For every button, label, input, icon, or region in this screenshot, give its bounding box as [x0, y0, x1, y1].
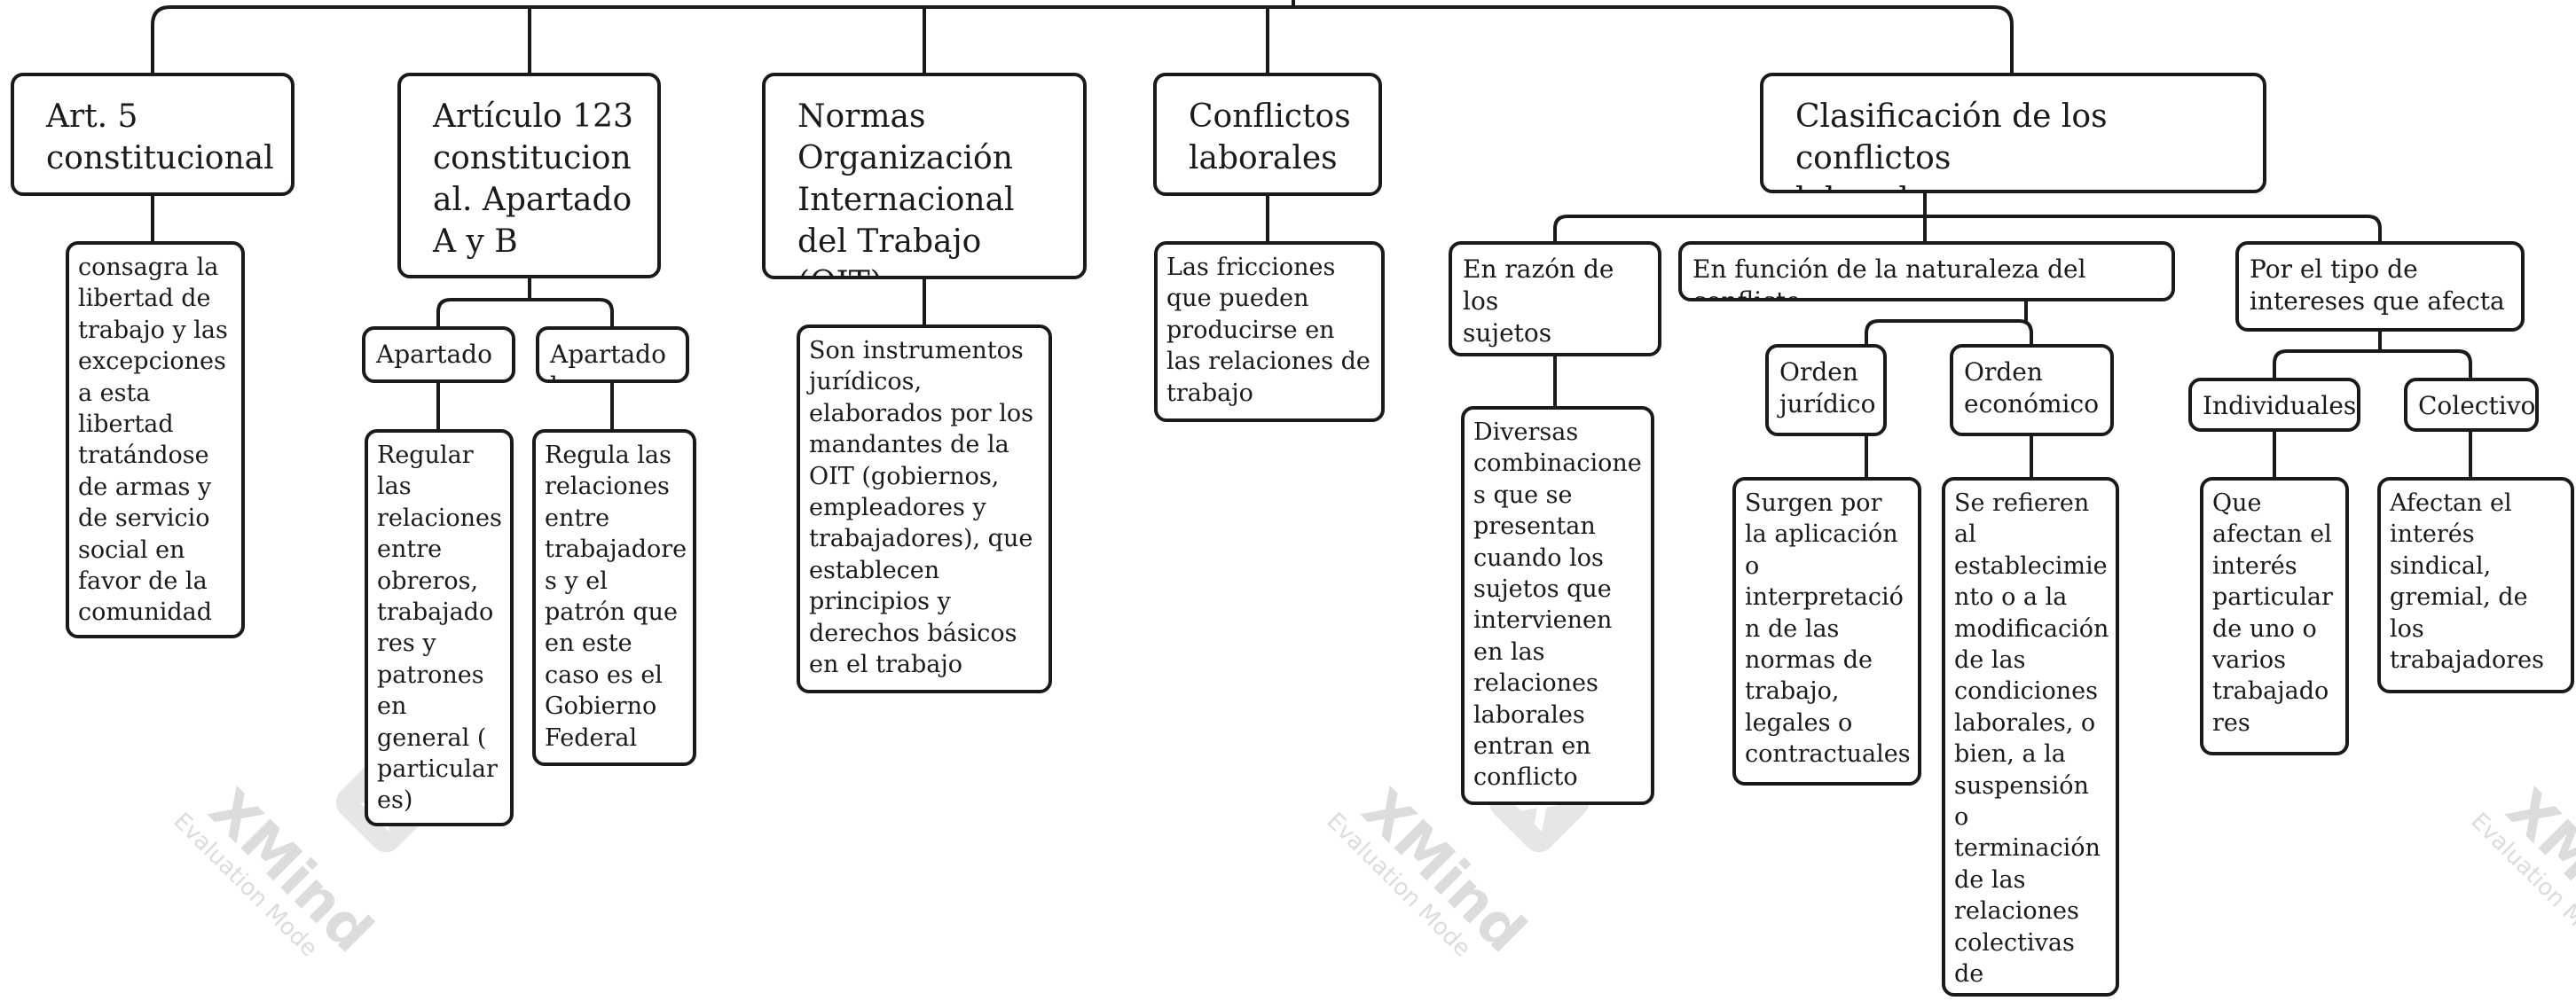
- subtopic-orden-juridico[interactable]: Orden jurídico: [1765, 344, 1887, 436]
- subtopic-razon-sujetos[interactable]: En razón de los sujetos involucrados: [1449, 241, 1661, 356]
- topic-art123[interactable]: Artículo 123 constitucion al. Apartado A…: [397, 73, 661, 278]
- desc-razon-sujetos[interactable]: Diversas combinacione s que se presentan…: [1461, 406, 1654, 805]
- subtopic-orden-economico[interactable]: Orden económico: [1950, 344, 2114, 436]
- desc-individuales[interactable]: Que afectan el interés particular de uno…: [2200, 477, 2349, 755]
- desc-orden-juridico[interactable]: Surgen por la aplicación o interpretació…: [1732, 477, 1921, 786]
- desc-apartado-b[interactable]: Regula las relaciones entre trabajadore …: [532, 429, 696, 766]
- desc-conflictos[interactable]: Las fricciones que pueden producirse en …: [1154, 241, 1385, 422]
- desc-colectivos[interactable]: Afectan el interés sindical, gremial, de…: [2377, 477, 2574, 693]
- desc-oit[interactable]: Son instrumentos jurídicos, elaborados p…: [797, 325, 1052, 693]
- subtopic-individuales[interactable]: Individuales: [2188, 378, 2360, 432]
- subtopic-tipo-intereses[interactable]: Por el tipo de intereses que afecta: [2235, 241, 2525, 332]
- subtopic-naturaleza[interactable]: En función de la naturaleza del conflict…: [1678, 241, 2175, 301]
- topic-oit[interactable]: Normas Organización Internacional del Tr…: [762, 73, 1087, 279]
- desc-apartado-a[interactable]: Regular las relaciones entre obreros, tr…: [365, 429, 514, 826]
- desc-orden-economico[interactable]: Se refieren al establecimie nto o a la m…: [1942, 477, 2119, 997]
- subtopic-colectivos[interactable]: Colectivos: [2404, 378, 2539, 432]
- topic-art5[interactable]: Art. 5 constitucional: [11, 73, 295, 196]
- topic-conflictos[interactable]: Conflictos laborales: [1153, 73, 1382, 196]
- topic-clasificacion[interactable]: Clasificación de los conflictos laborale…: [1760, 73, 2266, 193]
- desc-art5[interactable]: consagra la libertad de trabajo y las ex…: [66, 241, 245, 638]
- subtopic-apartado-b[interactable]: Apartado b: [536, 326, 689, 383]
- subtopic-apartado-a[interactable]: Apartado a: [362, 326, 515, 383]
